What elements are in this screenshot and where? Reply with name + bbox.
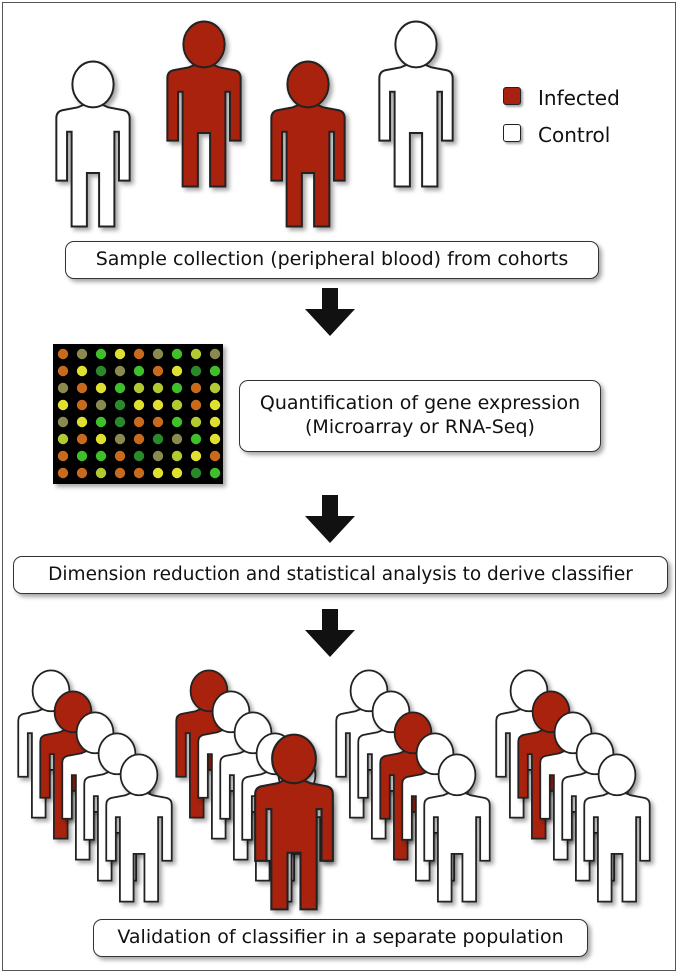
microarray-spot	[57, 416, 69, 428]
microarray-spot	[114, 399, 126, 411]
microarray-spot	[114, 382, 126, 394]
microarray-spot	[152, 450, 164, 462]
microarray-spot	[133, 382, 145, 394]
microarray-spot	[209, 365, 221, 377]
microarray-spot	[171, 450, 183, 462]
microarray-spot	[95, 433, 107, 445]
microarray-spot	[76, 365, 88, 377]
microarray-spot	[133, 399, 145, 411]
microarray-spot	[95, 348, 107, 360]
microarray-spot	[76, 433, 88, 445]
microarray-spot	[57, 382, 69, 394]
microarray-spot	[57, 399, 69, 411]
quantification-step: Quantification of gene expression (Micro…	[239, 380, 601, 452]
microarray-spot	[114, 365, 126, 377]
microarray-spot	[57, 365, 69, 377]
microarray-spot	[95, 450, 107, 462]
microarray-spot	[114, 433, 126, 445]
analysis-text: Dimension reduction and statistical anal…	[48, 564, 633, 586]
microarray-spot	[209, 433, 221, 445]
microarray-spot	[133, 433, 145, 445]
microarray-spot	[209, 467, 221, 479]
control-person-icon	[378, 20, 454, 188]
sample-cohort	[55, 20, 454, 228]
microarray-spot	[190, 365, 202, 377]
microarray-spot	[76, 348, 88, 360]
control-legend-label: Control	[538, 123, 611, 147]
microarray-spot	[76, 382, 88, 394]
microarray-spot	[209, 399, 221, 411]
microarray-spot	[171, 467, 183, 479]
microarray-spot	[190, 467, 202, 479]
microarray-spot	[95, 467, 107, 479]
validation-step: Validation of classifier in a separate p…	[93, 919, 588, 957]
microarray-spot	[152, 467, 164, 479]
microarray-icon	[53, 344, 223, 484]
workflow-diagram	[17, 20, 651, 911]
microarray-spot	[76, 399, 88, 411]
microarray-spot	[114, 467, 126, 479]
down-arrow-icon	[305, 288, 355, 336]
validation-population	[17, 669, 651, 911]
microarray-spot	[171, 365, 183, 377]
microarray-spot	[171, 348, 183, 360]
microarray-spot	[114, 416, 126, 428]
infected-person-icon	[270, 60, 346, 228]
microarray-spot	[133, 416, 145, 428]
sample-collection-text: Sample collection (peripheral blood) fro…	[95, 248, 569, 271]
microarray-spot	[57, 450, 69, 462]
microarray-spot	[190, 416, 202, 428]
microarray-spot	[190, 433, 202, 445]
microarray-spot	[133, 365, 145, 377]
microarray-spot	[95, 382, 107, 394]
microarray-spot	[76, 416, 88, 428]
microarray-spot	[190, 399, 202, 411]
microarray-spot	[171, 382, 183, 394]
microarray-spot	[209, 416, 221, 428]
microarray-spot	[133, 348, 145, 360]
microarray-spot	[152, 416, 164, 428]
microarray-spot	[114, 450, 126, 462]
microarray-spot	[95, 399, 107, 411]
sample-collection-step: Sample collection (peripheral blood) fro…	[65, 241, 599, 279]
down-arrow-icon	[305, 495, 355, 543]
microarray-spot	[190, 382, 202, 394]
quantification-method-text: (Microarray or RNA-Seq)	[305, 416, 535, 438]
microarray-spot	[152, 382, 164, 394]
infected-person-icon	[166, 20, 242, 188]
microarray-spot	[76, 450, 88, 462]
microarray-spot	[209, 382, 221, 394]
microarray-spot	[152, 365, 164, 377]
microarray-spot	[95, 365, 107, 377]
microarray-spot	[171, 399, 183, 411]
quantification-text: Quantification of gene expression	[259, 392, 581, 415]
microarray-spot	[76, 467, 88, 479]
microarray-spot	[190, 348, 202, 360]
microarray-spot	[190, 450, 202, 462]
down-arrow-icon	[305, 609, 355, 657]
infected-legend-swatch	[503, 87, 521, 105]
analysis-step: Dimension reduction and statistical anal…	[13, 556, 668, 594]
microarray-spot	[152, 433, 164, 445]
infected-legend-label: Infected	[538, 86, 620, 110]
microarray-spot	[57, 467, 69, 479]
microarray-spot	[133, 467, 145, 479]
microarray-spot	[57, 348, 69, 360]
microarray-spot	[114, 348, 126, 360]
control-legend-swatch	[503, 124, 521, 142]
validation-text: Validation of classifier in a separate p…	[117, 926, 564, 949]
microarray-spot	[95, 416, 107, 428]
microarray-spot	[209, 348, 221, 360]
microarray-spot	[152, 348, 164, 360]
microarray-spot	[171, 433, 183, 445]
microarray-spot	[133, 450, 145, 462]
microarray-spot	[57, 433, 69, 445]
microarray-spot	[171, 416, 183, 428]
control-person-icon	[55, 60, 131, 228]
microarray-spot	[152, 399, 164, 411]
microarray-spot	[209, 450, 221, 462]
